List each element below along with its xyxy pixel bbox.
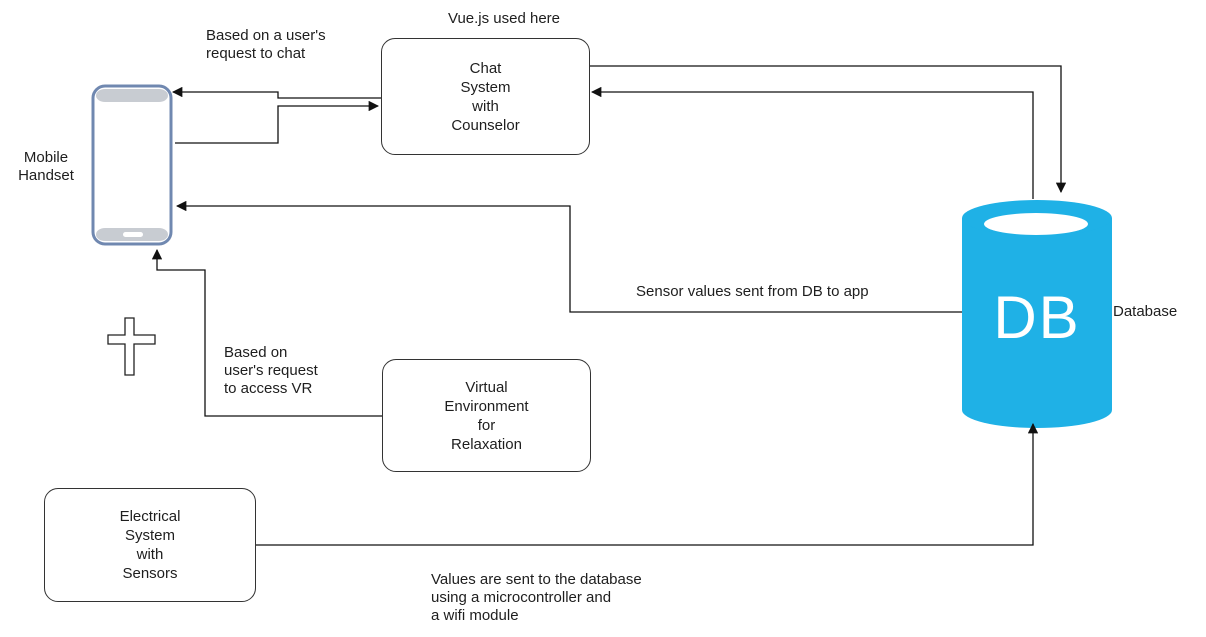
plus-outline-icon <box>107 317 156 376</box>
arrow-vr-to-phone <box>151 248 382 417</box>
database-label: Database <box>1113 303 1178 320</box>
vue-note: Vue.js used here <box>448 10 561 27</box>
virtual-environment-box: Virtual Environment for Relaxation <box>382 359 591 472</box>
arrow-database-to-phone <box>175 200 962 313</box>
virtual-environment-label: Virtual Environment for Relaxation <box>444 378 529 453</box>
arrow-database-to-chat <box>590 86 1034 199</box>
database-cylinder-icon <box>962 200 1112 428</box>
arrow-electrical-to-database <box>256 422 1039 546</box>
vr-request-note: Based on user's request to access VR <box>224 344 318 397</box>
arrow-chat-to-phone <box>171 86 381 99</box>
sensor-values-note: Sensor values sent from DB to app <box>636 283 869 300</box>
arrow-phone-to-chat <box>175 100 380 144</box>
chat-system-box: Chat System with Counselor <box>381 38 590 155</box>
mobile-phone-icon <box>91 84 173 246</box>
mobile-handset-label: Mobile Handset <box>18 149 74 184</box>
arrow-chat-to-database <box>590 65 1067 194</box>
database-icon-text: DB <box>993 284 1081 351</box>
chat-system-label: Chat System with Counselor <box>451 59 520 134</box>
electrical-system-box: Electrical System with Sensors <box>44 488 256 602</box>
wifi-module-note: Values are sent to the database using a … <box>431 571 642 624</box>
electrical-system-label: Electrical System with Sensors <box>119 508 181 582</box>
chat-request-note: Based on a user's request to chat <box>206 27 326 62</box>
